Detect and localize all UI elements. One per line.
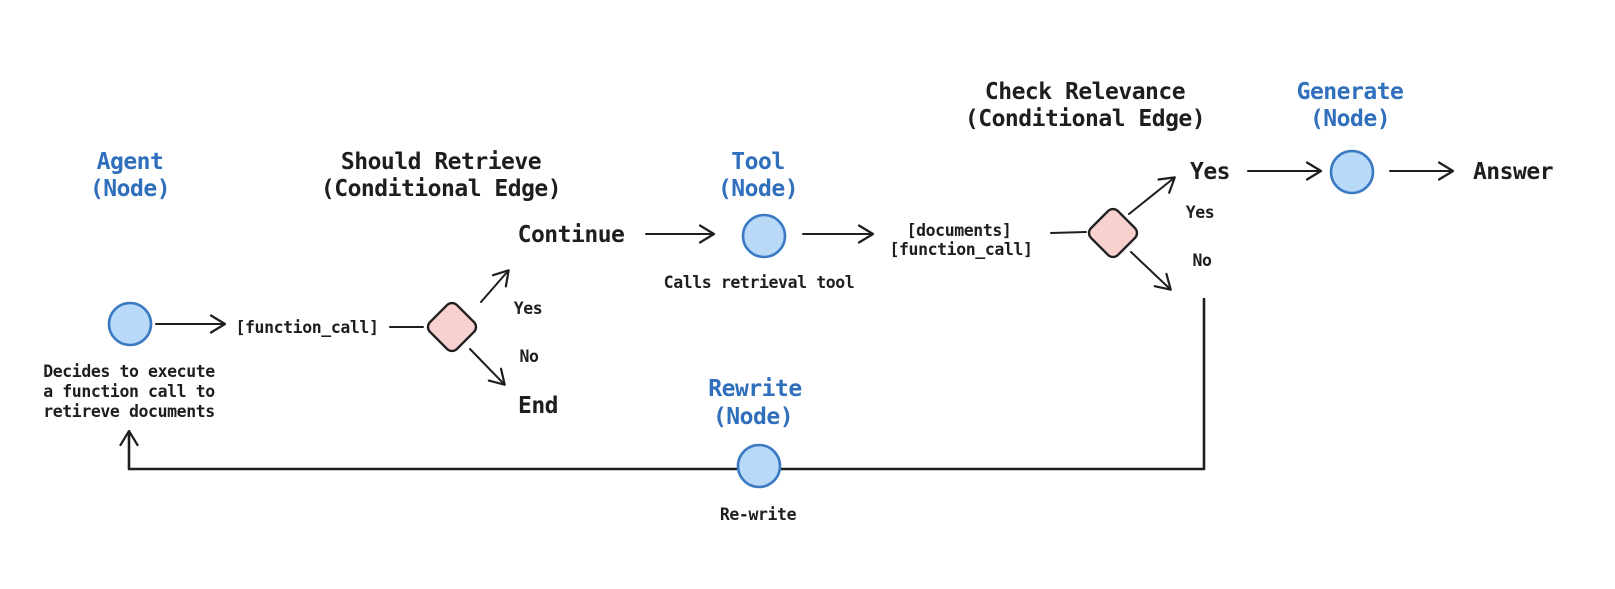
- should-retrieve-yes-label: Yes: [514, 299, 543, 318]
- function-call-edge-label: [function_call]: [235, 318, 378, 337]
- should-retrieve-subtitle: (Conditional Edge): [321, 176, 561, 202]
- agent-description-line-1: Decides to execute: [43, 362, 215, 381]
- rewrite-node-circle: [736, 443, 782, 489]
- answer-target-label: Answer: [1473, 159, 1553, 185]
- generate-title: Generate: [1297, 79, 1404, 105]
- agent-description-line-3: retireve documents: [43, 402, 215, 421]
- continue-target-label: Continue: [518, 222, 625, 248]
- should-retrieve-no-label: No: [519, 347, 539, 366]
- agent-node-circle: [107, 301, 153, 347]
- edge-rewrite-loop-to-agent: [119, 297, 1206, 471]
- agent-subtitle: (Node): [90, 176, 170, 202]
- rewrite-subtitle: (Node): [713, 404, 793, 430]
- should-retrieve-diamond: [426, 301, 478, 353]
- tool-title: Tool: [731, 149, 784, 175]
- edge-check-relevance-no-branch: [1130, 251, 1172, 291]
- check-relevance-diamond: [1087, 207, 1139, 259]
- generate-subtitle: (Node): [1310, 106, 1390, 132]
- check-relevance-no-label: No: [1192, 251, 1212, 270]
- tool-subtitle: (Node): [718, 176, 798, 202]
- check-relevance-title: Check Relevance: [985, 79, 1185, 105]
- rewrite-description: Re-write: [720, 505, 797, 524]
- check-relevance-yes-label: Yes: [1186, 203, 1215, 222]
- tool-description: Calls retrieval tool: [664, 273, 855, 292]
- should-retrieve-decision: Should Retrieve (Conditional Edge) [func…: [235, 149, 624, 419]
- rewrite-node: Rewrite (Node) Re-write: [708, 376, 802, 524]
- generate-node: Generate (Node) Answer: [1297, 79, 1554, 195]
- agent-node: Agent (Node) Decides to execute a functi…: [43, 149, 215, 421]
- documents-edge-label-line-2: [function_call]: [889, 240, 1032, 259]
- edge-should-retrieve-no-branch: [469, 348, 506, 386]
- edges: [119, 161, 1455, 471]
- end-target-label: End: [518, 393, 558, 419]
- check-relevance-decision: Check Relevance (Conditional Edge) Yes Y…: [965, 79, 1231, 270]
- edge-should-retrieve-yes-branch: [480, 269, 510, 303]
- rewrite-title: Rewrite: [708, 376, 801, 402]
- tool-node-circle: [741, 213, 787, 259]
- agent-description-line-2: a function call to: [43, 382, 215, 401]
- should-retrieve-title: Should Retrieve: [341, 149, 541, 175]
- agent-title: Agent: [97, 149, 164, 175]
- check-relevance-subtitle: (Conditional Edge): [965, 106, 1205, 132]
- edge-check-relevance-yes-branch: [1128, 176, 1176, 215]
- tool-node: Tool (Node) Calls retrieval tool [docume…: [664, 149, 1033, 292]
- documents-edge-label-line-1: [documents]: [907, 221, 1012, 240]
- check-relevance-yes-target-label: Yes: [1190, 159, 1230, 185]
- edge-documents-to-check-relevance: [1050, 231, 1087, 234]
- generate-node-circle: [1329, 149, 1375, 195]
